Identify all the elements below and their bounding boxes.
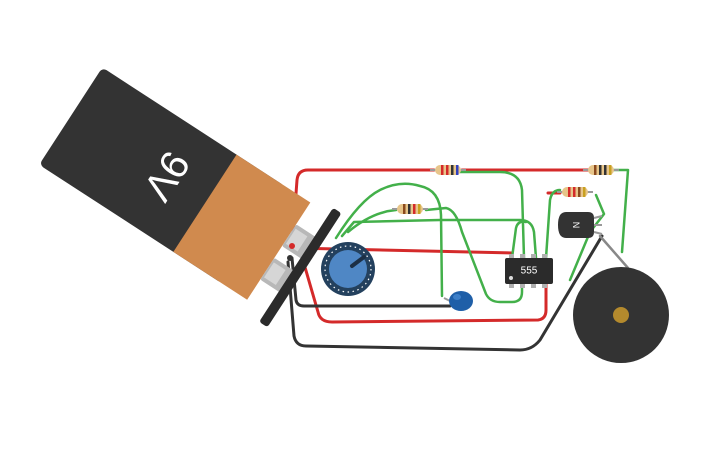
wire-green-5[interactable]	[458, 170, 526, 260]
ic-555-label: 555	[521, 266, 538, 277]
battery-9v[interactable]: 9V	[33, 61, 342, 328]
potentiometer[interactable]	[321, 242, 375, 296]
resistor-4-band-4	[583, 187, 586, 197]
battery-snap-connector[interactable]	[259, 208, 341, 328]
ic-555-notch	[509, 276, 513, 280]
battery-terminal-cap-negative	[264, 262, 286, 286]
resistor-2-band-4	[609, 165, 612, 175]
capacitor[interactable]	[443, 291, 473, 311]
wire-green-4[interactable]	[424, 206, 524, 304]
transistor-leg-1	[593, 215, 603, 219]
wires	[286, 168, 630, 352]
wire-grey-buzzer[interactable]	[598, 234, 630, 270]
transistor-body	[558, 212, 594, 238]
wire-black-bottom[interactable]	[286, 234, 604, 352]
wire-black-cap[interactable]	[290, 256, 452, 308]
wire-red-top[interactable]	[290, 168, 436, 250]
wire-red-to-ic[interactable]	[290, 246, 514, 255]
wire-green-9[interactable]	[612, 168, 630, 254]
wire-green-6[interactable]	[510, 220, 528, 260]
resistor-3[interactable]	[392, 204, 428, 214]
resistor-3-band-2	[408, 204, 411, 214]
wire-green-1[interactable]	[334, 182, 444, 298]
resistor-4-band-3	[578, 187, 581, 197]
battery-lead-negative[interactable]	[287, 255, 293, 261]
resistor-2-band-3	[604, 165, 607, 175]
potentiometer-knob[interactable]	[329, 250, 367, 288]
resistor-1-band-2	[446, 165, 449, 175]
buzzer-center	[613, 307, 629, 323]
wire-green-3[interactable]	[346, 208, 398, 234]
resistor-1[interactable]	[430, 165, 466, 175]
potentiometer-indicator	[350, 255, 366, 268]
battery-label-band	[173, 154, 311, 300]
wire-green-2[interactable]	[340, 218, 538, 260]
resistor-4[interactable]	[557, 187, 593, 197]
ic-555-body	[505, 258, 553, 284]
resistor-4-band-1	[568, 187, 571, 197]
resistor-1-band-1	[441, 165, 444, 175]
potentiometer-ring	[324, 245, 372, 293]
transistor-label: N	[571, 222, 581, 229]
resistor-3-band-4	[418, 204, 421, 214]
wire-green-7[interactable]	[544, 188, 562, 260]
wire-green-8[interactable]	[568, 193, 606, 282]
piezo-buzzer[interactable]	[573, 267, 669, 363]
resistor-1-band-4	[456, 165, 459, 175]
resistor-3-band-1	[403, 204, 406, 214]
ic-555[interactable]: 555	[505, 254, 553, 288]
ic-555-pins	[509, 254, 547, 288]
transistor-leg-3	[593, 231, 603, 235]
resistor-1-band-3	[451, 165, 454, 175]
resistor-2-band-2	[599, 165, 602, 175]
wire-red-bottom-loop[interactable]	[298, 248, 548, 324]
transistor-npn[interactable]: N	[558, 212, 603, 238]
resistor-4-band-2	[573, 187, 576, 197]
capacitor-highlight	[453, 294, 461, 300]
resistor-3-band-3	[413, 204, 416, 214]
resistor-2[interactable]	[583, 165, 619, 175]
resistor-2-band-1	[594, 165, 597, 175]
battery-lead-positive[interactable]	[289, 243, 295, 249]
capacitor-body	[449, 291, 473, 311]
